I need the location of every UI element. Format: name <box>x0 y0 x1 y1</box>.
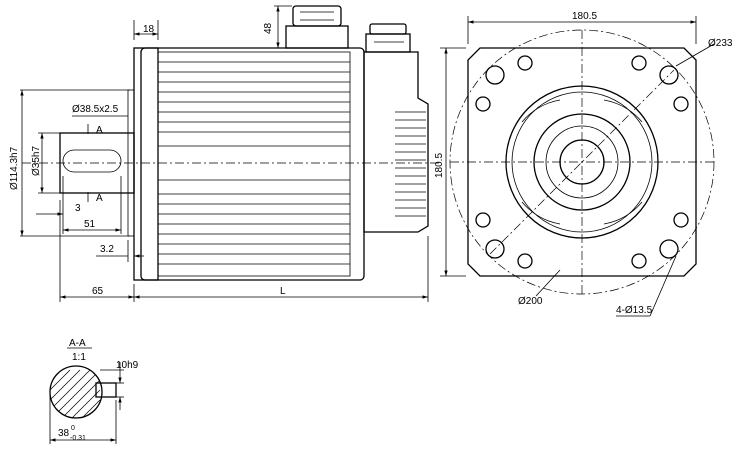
encoder-housing <box>363 51 429 233</box>
dim-bolt-circle: Ø200 <box>518 296 543 307</box>
flange-outline <box>467 47 697 277</box>
section-mark-bottom: A <box>96 193 103 204</box>
mounting-flange <box>133 47 159 281</box>
section-scale: 1:1 <box>72 352 86 363</box>
encoder-connector <box>365 23 411 53</box>
dim-key-depth: 38 <box>58 428 70 439</box>
dim-body-length: L <box>280 286 286 297</box>
section-key <box>95 382 117 398</box>
shaft-key <box>62 149 122 173</box>
dim-key-length: 51 <box>84 219 96 230</box>
dim-shaft-shoulder: Ø38.5x2.5 <box>72 104 119 115</box>
dim-key-width: 10h9 <box>116 360 139 371</box>
dim-flange-thickness: 18 <box>143 24 155 35</box>
power-connector <box>285 5 349 49</box>
dim-shaft-diameter: Ø35h7 <box>31 146 42 176</box>
section-view: A-A 1:1 10h9 38 0 -0.31 <box>49 338 139 444</box>
body-fins <box>158 61 350 265</box>
dim-front-width: 180.5 <box>572 11 597 22</box>
dim-spigot: 3.2 <box>100 244 114 255</box>
front-dimensions: 180.5 180.5 Ø233 Ø200 4-Ø13.5 <box>434 11 733 317</box>
dim-shaft-length: 65 <box>92 286 104 297</box>
side-dimensions: 18 48 Ø114.3h7 Ø35h7 Ø38.5x2.5 A A 3 51 <box>9 5 429 302</box>
dim-key-tol-upper: 0 <box>71 425 75 432</box>
dim-pilot-diameter: Ø114.3h7 <box>9 146 20 190</box>
dim-outer-circle: Ø233 <box>708 38 733 49</box>
front-view: 180.5 180.5 Ø233 Ø200 4-Ø13.5 <box>434 11 733 317</box>
section-mark-top: A <box>96 125 103 136</box>
encoder-fins <box>395 111 426 217</box>
dim-connector-height: 48 <box>263 22 274 34</box>
motor-body-inner <box>157 51 351 277</box>
mounting-holes <box>475 55 689 269</box>
section-title: A-A <box>69 338 86 349</box>
dim-key-offset: 3 <box>75 203 81 214</box>
dim-key-tol-lower: -0.31 <box>70 435 86 442</box>
dim-front-height: 180.5 <box>434 153 445 178</box>
dim-holes: 4-Ø13.5 <box>616 305 653 316</box>
motor-body <box>140 47 365 281</box>
side-view: 18 48 Ø114.3h7 Ø35h7 Ø38.5x2.5 A A 3 51 <box>9 5 440 302</box>
